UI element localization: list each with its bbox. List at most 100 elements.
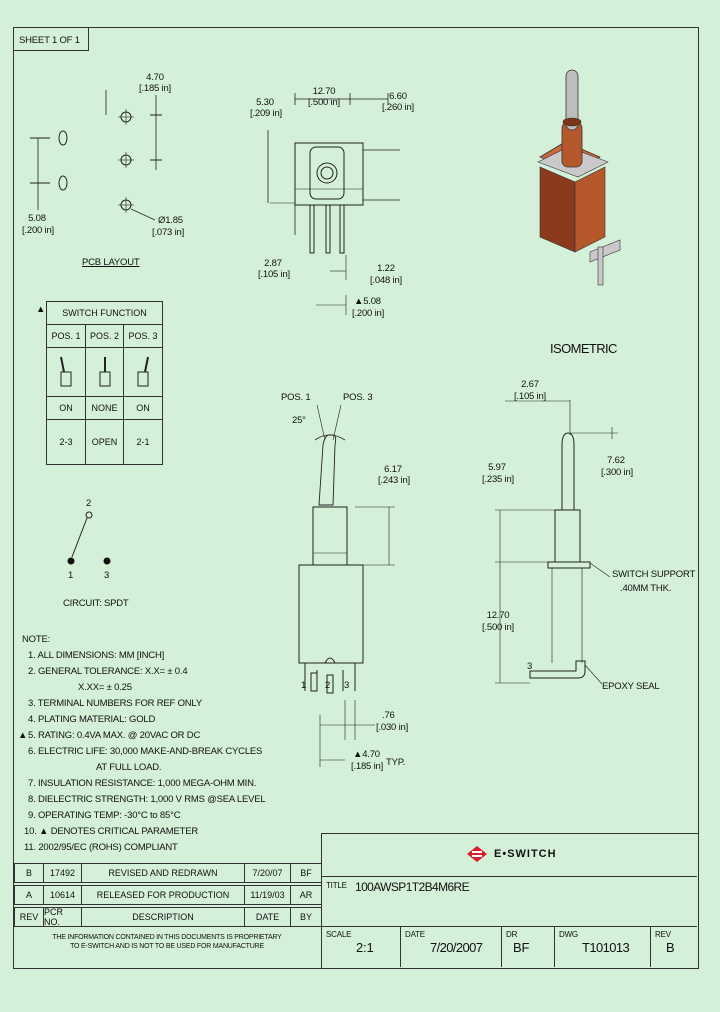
title-bottom-divider xyxy=(322,926,697,927)
title-row-divider xyxy=(322,876,697,877)
right-epoxy-label: EPOXY SEAL xyxy=(602,681,660,692)
side-pin-2: 2 xyxy=(325,680,331,691)
note-5-critical-mark: ▲ xyxy=(18,730,28,741)
pcb-dim-left-in: [.200 in] xyxy=(21,225,54,236)
rev-row2-pcr: 10614 xyxy=(43,885,82,905)
rev-row1-rev-text: B xyxy=(25,868,32,878)
sheet-label: SHEET 1 OF 1 xyxy=(19,35,80,46)
sf-state-pos1-label: ON xyxy=(59,403,73,413)
scale-cell xyxy=(322,927,401,967)
toggle-center-icon xyxy=(99,357,110,387)
sf-header-pos3: POS. 3 xyxy=(123,324,163,348)
side-dim-2: .76 xyxy=(382,710,395,721)
sf-header-pos1-label: POS. 1 xyxy=(51,331,81,341)
rev-row1-rev: B xyxy=(14,863,44,883)
note-8: 8. DIELECTRIC STRENGTH: 1,000 V RMS @SEA… xyxy=(28,794,266,805)
note-4: 4. PLATING MATERIAL: GOLD xyxy=(28,714,156,725)
side-dim-3-value: 4.70 xyxy=(362,749,380,760)
title-block-frame xyxy=(321,833,698,968)
side-dim-2-in: [.030 in] xyxy=(376,722,409,733)
note-2: 2. GENERAL TOLERANCE: X.X= ± 0.4 xyxy=(28,666,188,677)
sf-icon-pos2 xyxy=(85,347,124,397)
rev-row1-desc: REVISED AND REDRAWN xyxy=(81,863,245,883)
rev-row1-by-text: BF xyxy=(300,868,312,878)
sf-header-pos2: POS. 2 xyxy=(85,324,124,348)
rev-header-by-text: BY xyxy=(299,912,312,922)
sf-state-pos1: ON xyxy=(46,396,86,420)
switch-function-critical-mark: ▲ xyxy=(36,304,46,315)
side-view-drawing xyxy=(298,404,395,767)
drawn-by-label: DR xyxy=(506,930,518,939)
right-dim-3-in: [.235 in] xyxy=(481,474,514,485)
rev-row2-rev-text: A xyxy=(25,890,32,900)
front-dim-1: 5.30 xyxy=(256,97,274,108)
sf-header-pos2-label: POS. 2 xyxy=(89,331,119,341)
front-dim-2-in: [.500 in] xyxy=(307,97,340,108)
disclaimer-line-2: TO E-SWITCH AND IS NOT TO BE USED FOR MA… xyxy=(70,943,264,950)
rev-header-date-text: DATE xyxy=(255,912,280,922)
front-dim-2: 12.70 xyxy=(312,86,336,97)
side-pin-3: 3 xyxy=(344,680,350,691)
sheet-label-box xyxy=(14,28,89,51)
rev-row2-rev: A xyxy=(14,885,44,905)
sf-header-pos3-label: POS. 3 xyxy=(128,331,158,341)
side-dim-1: 6.17 xyxy=(384,464,402,475)
rev-row1-date-text: 7/20/07 xyxy=(252,868,283,878)
rev-row2-by-text: AR xyxy=(299,890,313,900)
sf-icon-pos3 xyxy=(123,347,163,397)
rev-row2-date-text: 11/19/03 xyxy=(250,890,285,900)
front-dim-5: 1.22 xyxy=(377,263,395,274)
sf-conn-pos3-label: 2-1 xyxy=(136,437,150,447)
sf-conn-pos2: OPEN xyxy=(85,419,124,465)
pcb-layout-drawing xyxy=(30,90,162,221)
front-dim-5-in: [.048 in] xyxy=(369,275,402,286)
title-label: TITLE xyxy=(326,881,347,890)
rev-row1-desc-text: REVISED AND REDRAWN xyxy=(108,868,218,878)
drawing-sheet xyxy=(13,27,699,969)
isometric-label: ISOMETRIC xyxy=(550,341,617,356)
side-angle-label: 25° xyxy=(292,415,306,426)
rev-header-date: DATE xyxy=(244,907,291,927)
date-label: DATE xyxy=(405,930,425,939)
right-dim-3: 5.97 xyxy=(488,462,506,473)
pcb-dim-hole-in: [.073 in] xyxy=(152,227,185,238)
drawn-by-cell xyxy=(502,927,555,967)
front-dim-4-in: [.105 in] xyxy=(257,269,290,280)
rev-row2-by: AR xyxy=(290,885,322,905)
brand-logo: E•SWITCH xyxy=(466,845,557,863)
side-pos1-label: POS. 1 xyxy=(281,392,311,403)
note-2b: X.XX= ± 0.25 xyxy=(78,682,132,693)
date-value: 7/20/2007 xyxy=(430,940,483,955)
right-support-thk: .40MM THK. xyxy=(620,583,672,594)
side-dim-1-in: [.243 in] xyxy=(377,475,410,486)
side-typ-label: TYP. xyxy=(386,757,406,768)
rev-row1-pcr-text: 17492 xyxy=(49,868,76,878)
right-dim-2-in: [.300 in] xyxy=(600,467,633,478)
sf-icon-pos1 xyxy=(46,347,86,397)
revision-label: REV xyxy=(655,930,671,939)
rev-row2-desc-text: RELEASED FOR PRODUCTION xyxy=(96,890,230,900)
rev-row2-pcr-text: 10614 xyxy=(49,890,76,900)
toggle-right-icon xyxy=(137,356,149,387)
note-1: 1. ALL DIMENSIONS: MM [INCH] xyxy=(28,650,165,661)
scale-label: SCALE xyxy=(326,930,352,939)
right-dim-1: 2.67 xyxy=(521,379,539,390)
rev-row1-date: 7/20/07 xyxy=(244,863,291,883)
front-dim-3-in: [.260 in] xyxy=(381,102,414,113)
front-dim-1-in: [.209 in] xyxy=(249,108,282,119)
switch-function-title: SWITCH FUNCTION xyxy=(62,308,147,318)
side-dim-3-in: [.185 in] xyxy=(351,761,384,772)
rev-row1-by: BF xyxy=(290,863,322,883)
side-dim-3: ▲4.70 xyxy=(353,749,380,760)
revision-block: B 17492 REVISED AND REDRAWN 7/20/07 BF A… xyxy=(14,863,322,967)
sf-conn-pos1: 2-3 xyxy=(46,419,86,465)
circuit-pin-3: 3 xyxy=(104,570,110,581)
sf-header-pos1: POS. 1 xyxy=(46,324,86,348)
revision-value: B xyxy=(666,940,675,955)
scale-value: 2:1 xyxy=(356,940,374,955)
rev-row2-date: 11/19/03 xyxy=(244,885,291,905)
front-dim-4: 2.87 xyxy=(264,258,282,269)
rev-row1-pcr: 17492 xyxy=(43,863,82,883)
rev-header-by: BY xyxy=(290,907,322,927)
rev-header-pcr-text: PCR NO. xyxy=(44,907,64,927)
